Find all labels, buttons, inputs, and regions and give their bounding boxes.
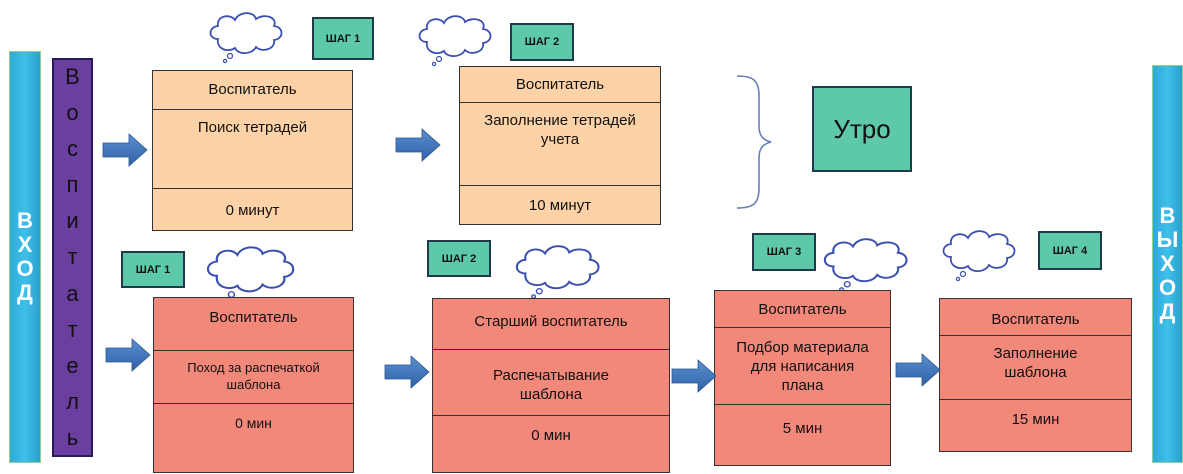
box-role: Воспитатель <box>153 71 352 110</box>
flow-arrow-icon <box>102 133 148 167</box>
actor-letter: т <box>67 244 78 270</box>
process-box: Воспитатель Поход за распечаткой шаблона… <box>153 297 354 473</box>
box-time: 0 минут <box>225 202 280 219</box>
flow-arrow-icon <box>671 359 717 393</box>
exit-letter: Х <box>1160 251 1175 276</box>
step-tag: ШАГ 3 <box>752 233 816 271</box>
box-role: Старший воспитатель <box>433 299 669 350</box>
bracket-icon <box>736 75 772 209</box>
step-tag: ШАГ 1 <box>121 251 185 288</box>
actor-bar: В о с п и т а т е л ь <box>52 58 93 457</box>
thought-cloud-icon <box>823 238 908 293</box>
step-tag: ШАГ 2 <box>427 240 491 277</box>
exit-letter: О <box>1158 275 1177 300</box>
box-role: Воспитатель <box>940 299 1131 336</box>
box-task: Заполнение шаблона <box>940 336 1131 400</box>
actor-letter: а <box>66 280 79 306</box>
entry-letter: Д <box>17 280 33 305</box>
step-tag: ШАГ 2 <box>510 23 574 61</box>
entry-bar: В Х О Д <box>9 51 41 463</box>
exit-letter: Д <box>1159 299 1176 324</box>
box-task: Подбор материала для написания плана <box>715 328 890 405</box>
flow-arrow-icon <box>895 353 941 387</box>
actor-letter: п <box>66 172 79 198</box>
actor-letter: ь <box>66 424 79 450</box>
entry-letter: В <box>17 208 33 233</box>
box-time: 5 мин <box>782 420 823 437</box>
box-time: 15 мин <box>1011 411 1060 428</box>
actor-letter: В <box>65 64 80 89</box>
entry-letter: О <box>16 256 34 281</box>
thought-cloud-icon <box>942 230 1016 282</box>
box-role: Воспитатель <box>154 298 353 351</box>
process-box: Старший воспитатель Распечатывание шабло… <box>432 298 670 473</box>
box-role: Воспитатель <box>715 291 890 328</box>
step-tag: ШАГ 4 <box>1038 231 1102 270</box>
box-role: Воспитатель <box>460 67 660 103</box>
thought-cloud-icon <box>209 12 283 64</box>
exit-bar: В Ы Х О Д <box>1152 65 1183 463</box>
actor-letter: о <box>66 100 79 126</box>
actor-letter: т <box>67 316 78 342</box>
process-box: Воспитатель Заполнение шаблона 15 мин <box>939 298 1132 452</box>
thought-cloud-icon <box>418 15 492 67</box>
entry-letter: Х <box>17 232 33 257</box>
process-box: Воспитатель Поиск тетрадей 0 минут <box>152 70 353 231</box>
box-time: 0 мин <box>235 415 272 431</box>
box-task: Распечатывание шаблона <box>433 350 669 416</box>
step-tag: ШАГ 1 <box>312 17 374 60</box>
box-time: 10 минут <box>528 197 592 214</box>
actor-letter: л <box>66 388 79 414</box>
actor-letter: и <box>66 208 79 234</box>
flow-arrow-icon <box>384 355 430 389</box>
box-time: 0 мин <box>531 427 571 444</box>
box-task: Заполнение тетрадей учета <box>460 103 660 186</box>
process-box: Воспитатель Заполнение тетрадей учета 10… <box>459 66 661 225</box>
thought-cloud-icon <box>515 245 600 300</box>
box-task: Поиск тетрадей <box>153 110 352 189</box>
flow-arrow-icon <box>395 128 441 162</box>
group-label: Утро <box>812 86 912 172</box>
process-box: Воспитатель Подбор материала для написан… <box>714 290 891 466</box>
thought-cloud-icon <box>206 246 295 303</box>
box-task: Поход за распечаткой шаблона <box>154 351 353 404</box>
exit-letter: Ы <box>1156 227 1179 252</box>
flow-arrow-icon <box>105 338 151 372</box>
exit-letter: В <box>1159 203 1176 228</box>
actor-letter: с <box>67 136 78 162</box>
actor-letter: е <box>66 352 79 378</box>
